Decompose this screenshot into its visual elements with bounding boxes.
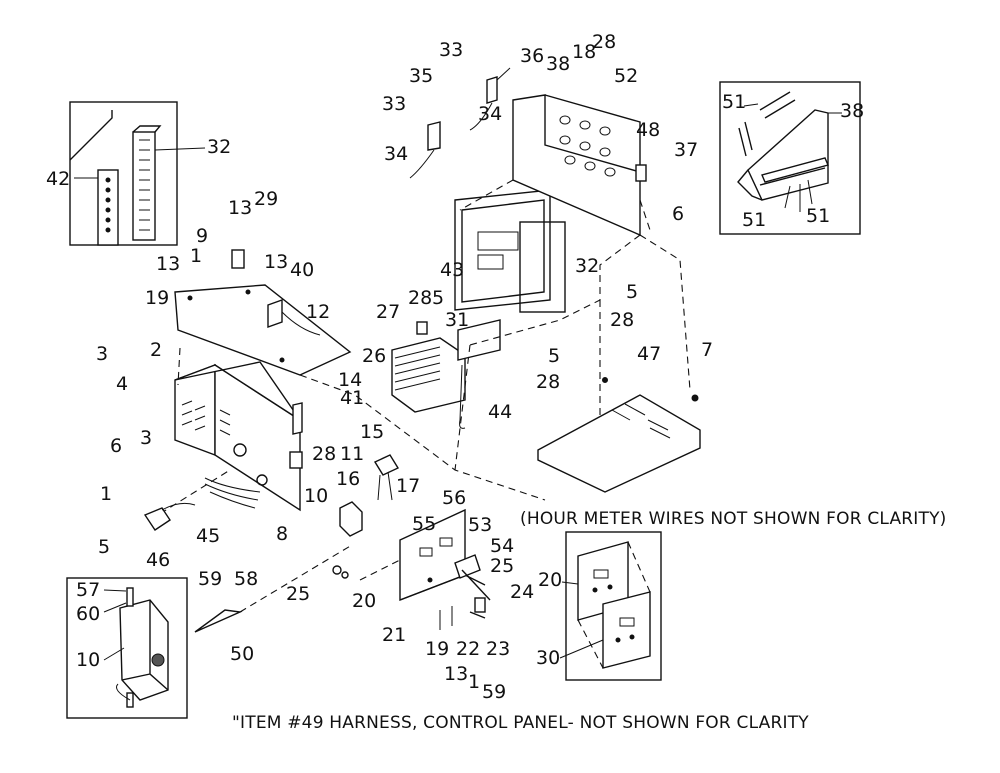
callout-29: 29 (254, 188, 278, 210)
callout-4: 4 (116, 373, 128, 395)
note-harness: "ITEM #49 HARNESS, CONTROL PANEL- NOT SH… (232, 713, 809, 733)
callout-11: 11 (340, 443, 364, 465)
callout-59-a: 59 (198, 568, 222, 590)
callout-13-a: 13 (228, 197, 252, 219)
callout-19-b: 19 (425, 638, 449, 660)
callout-28-top: 28 (592, 31, 616, 53)
callout-34-b: 34 (384, 143, 408, 165)
callout-53: 53 (468, 514, 492, 536)
callout-24: 24 (510, 581, 534, 603)
callout-3-b: 3 (140, 427, 152, 449)
callout-13-d: 13 (444, 663, 468, 685)
callout-60: 60 (76, 603, 100, 625)
callout-10: 10 (304, 485, 328, 507)
callout-13-c: 13 (264, 251, 288, 273)
callout-31: 31 (445, 309, 469, 331)
callout-15: 15 (360, 421, 384, 443)
callout-2: 2 (150, 339, 162, 361)
callout-48: 48 (636, 119, 660, 141)
callout-14: 14 (338, 369, 362, 391)
callout-35: 35 (409, 65, 433, 87)
center-electronics (373, 189, 566, 501)
callout-30: 30 (536, 647, 560, 669)
callouts: 33 36 18 28 38 52 35 33 34 34 48 37 6 32… (96, 31, 713, 703)
inset-switch-detail: 57 60 10 (66, 577, 188, 719)
callout-41: 41 (340, 387, 364, 409)
callout-59-b: 59 (482, 681, 506, 703)
callout-13-b: 13 (156, 253, 180, 275)
callout-56: 56 (442, 487, 466, 509)
callout-33-b: 33 (382, 93, 406, 115)
callout-28-d: 28 (312, 443, 336, 465)
inset-panel-detail: 20 30 (536, 531, 662, 681)
callout-51-top: 51 (722, 91, 746, 113)
note-hour-meter: (HOUR METER WIRES NOT SHOWN FOR CLARITY) (520, 509, 947, 529)
callout-20-inset: 20 (538, 569, 562, 591)
callout-36: 36 (520, 45, 544, 67)
callout-1-b: 1 (100, 483, 112, 505)
callout-32-inset: 32 (207, 136, 231, 158)
frame-assembly (409, 67, 701, 493)
callout-8: 8 (276, 523, 288, 545)
callout-44: 44 (488, 401, 512, 423)
callout-28-b: 28 (536, 371, 560, 393)
callout-10-inset: 10 (76, 649, 100, 671)
callout-25-a: 25 (490, 555, 514, 577)
callout-33-a: 33 (439, 39, 463, 61)
callout-38-inset: 38 (840, 100, 864, 122)
callout-54: 54 (490, 535, 514, 557)
callout-40: 40 (290, 259, 314, 281)
inset-connector-detail: 32 42 (46, 101, 231, 246)
callout-6: 6 (110, 435, 122, 457)
callout-16: 16 (336, 468, 360, 490)
callout-18: 18 (572, 41, 596, 63)
callout-3-a: 3 (96, 343, 108, 365)
callout-28-a: 28 (610, 309, 634, 331)
callout-42: 42 (46, 168, 70, 190)
callout-5-b: 5 (548, 345, 560, 367)
callout-51-left: 51 (742, 209, 766, 231)
callout-12: 12 (306, 301, 330, 323)
callout-50: 50 (230, 643, 254, 665)
callout-58: 58 (234, 568, 258, 590)
callout-43: 43 (440, 259, 464, 281)
callout-57: 57 (76, 579, 100, 601)
callout-25-b: 25 (286, 583, 310, 605)
callout-52: 52 (614, 65, 638, 87)
callout-32: 32 (575, 255, 599, 277)
callout-17: 17 (396, 475, 420, 497)
callout-1-c: 1 (468, 671, 480, 693)
callout-46: 46 (146, 549, 170, 571)
callout-21: 21 (382, 624, 406, 646)
callout-45: 45 (196, 525, 220, 547)
callout-23: 23 (486, 638, 510, 660)
callout-47: 47 (637, 343, 661, 365)
callout-5-c: 5 (432, 287, 444, 309)
callout-6-right: 6 (672, 203, 684, 225)
callout-27: 27 (376, 301, 400, 323)
callout-34-a: 34 (478, 103, 502, 125)
callout-19-a: 19 (145, 287, 169, 309)
control-panel-assembly (332, 508, 491, 630)
callout-55: 55 (412, 513, 436, 535)
callout-37: 37 (674, 139, 698, 161)
inset-bracket-detail: 38 51 51 51 (719, 81, 864, 235)
callout-9: 9 (196, 225, 208, 247)
callout-5-d: 5 (98, 536, 110, 558)
callout-22: 22 (456, 638, 480, 660)
callout-1-a: 1 (190, 245, 202, 267)
callout-20: 20 (352, 590, 376, 612)
callout-7: 7 (701, 339, 713, 361)
callout-51-right: 51 (806, 205, 830, 227)
control-box-assembly (143, 249, 546, 633)
callout-26: 26 (362, 345, 386, 367)
callout-28-c: 28 (408, 287, 432, 309)
callout-38: 38 (546, 53, 570, 75)
callout-5-a: 5 (626, 281, 638, 303)
